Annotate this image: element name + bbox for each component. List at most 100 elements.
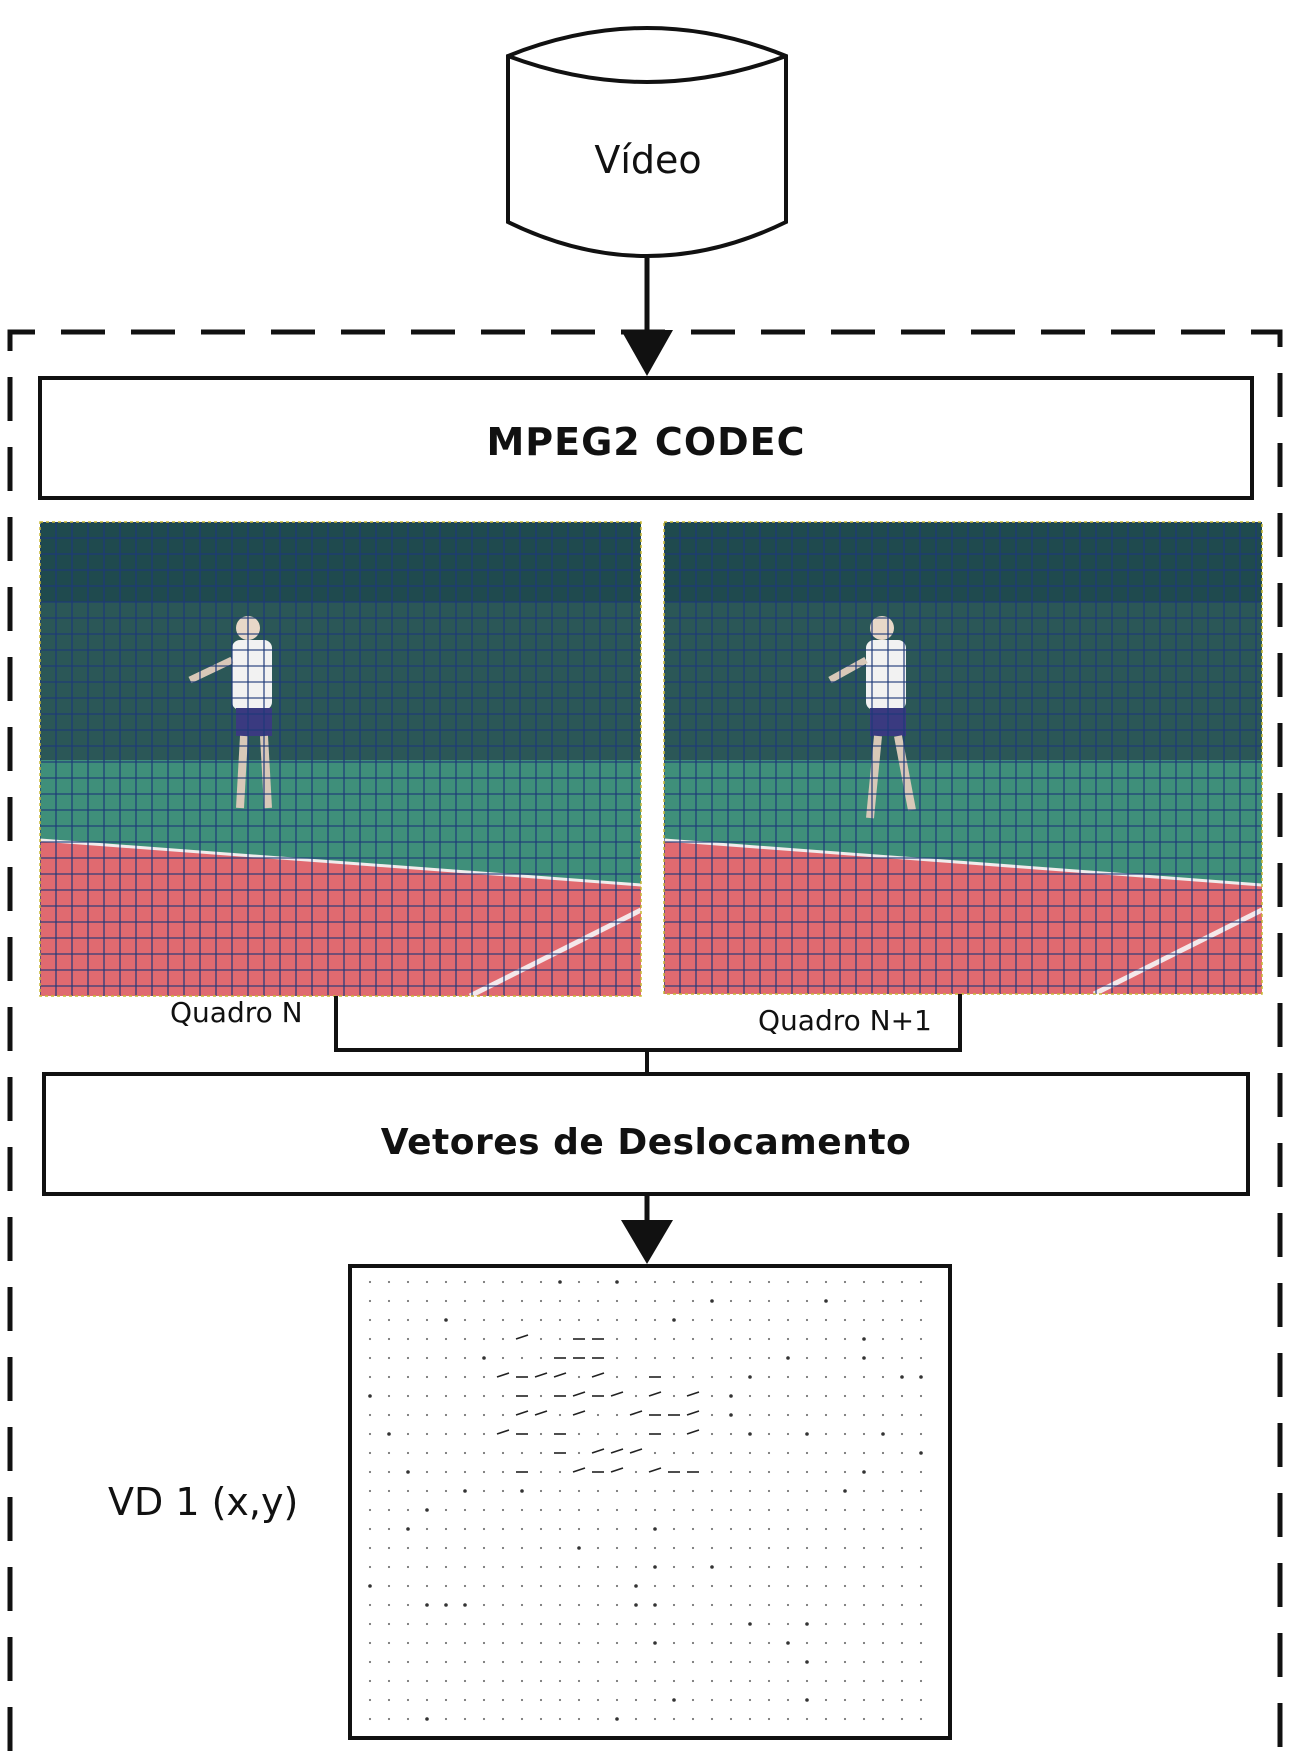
motion-vector-dot	[387, 1394, 391, 1398]
motion-vector-dot	[615, 1508, 619, 1512]
motion-vector-dot	[444, 1584, 448, 1588]
motion-vector-dot	[444, 1565, 448, 1569]
motion-vector-dot	[596, 1413, 600, 1417]
motion-vector-dot	[501, 1470, 505, 1474]
motion-vector-dot	[444, 1508, 448, 1512]
motion-vector-dot	[672, 1698, 676, 1702]
motion-vector-dot	[520, 1660, 524, 1664]
motion-vector-dot	[653, 1489, 657, 1493]
motion-vector-dot	[577, 1508, 581, 1512]
motion-vector-dot	[843, 1584, 847, 1588]
motion-vector-dot	[748, 1622, 752, 1626]
motion-vector-dot	[843, 1489, 847, 1493]
motion-vector-dot	[748, 1394, 752, 1398]
motion-vector-dot	[748, 1527, 752, 1531]
motion-vector-dot	[539, 1603, 543, 1607]
motion-vector-dot	[881, 1356, 885, 1360]
motion-vector-dot	[387, 1565, 391, 1569]
motion-vector-dot	[900, 1375, 904, 1379]
motion-vector-dot	[425, 1356, 429, 1360]
motion-vector-dot	[729, 1337, 733, 1341]
motion-vector-dot	[501, 1603, 505, 1607]
motion-vector-dot	[767, 1489, 771, 1493]
motion-vector-dot	[558, 1641, 562, 1645]
motion-vector-dot	[881, 1489, 885, 1493]
motion-vector-dot	[577, 1565, 581, 1569]
motion-vector-dot	[596, 1318, 600, 1322]
motion-vector-dot	[710, 1280, 714, 1284]
motion-vector-dot	[425, 1603, 429, 1607]
motion-vector-dot	[919, 1622, 923, 1626]
motion-vector-dot	[615, 1679, 619, 1683]
motion-vector-dot	[444, 1603, 448, 1607]
motion-vector-dot	[482, 1337, 486, 1341]
vector-field-dots	[368, 1280, 923, 1721]
motion-vector-dot	[539, 1489, 543, 1493]
motion-vector-dot	[862, 1622, 866, 1626]
motion-vector-dot	[729, 1641, 733, 1645]
motion-vector-mark	[629, 1448, 643, 1454]
motion-vector-dot	[900, 1527, 904, 1531]
motion-vector-dot	[786, 1641, 790, 1645]
motion-vector-dot	[539, 1527, 543, 1531]
vectors-label: Vetores de Deslocamento	[380, 1122, 912, 1163]
motion-vector-dot	[748, 1280, 752, 1284]
motion-vector-dot	[691, 1337, 695, 1341]
motion-vector-dot	[368, 1603, 372, 1607]
motion-vector-dot	[824, 1318, 828, 1322]
motion-vector-dot	[729, 1318, 733, 1322]
motion-vector-dot	[482, 1584, 486, 1588]
motion-vector-dot	[406, 1394, 410, 1398]
motion-vector-dot	[710, 1660, 714, 1664]
motion-vector-dot	[919, 1584, 923, 1588]
motion-vector-dot	[387, 1451, 391, 1455]
motion-vector-dot	[615, 1622, 619, 1626]
motion-vector-dot	[615, 1641, 619, 1645]
motion-vector-dot	[710, 1299, 714, 1303]
motion-vector-dot	[444, 1527, 448, 1531]
motion-vector-dot	[596, 1622, 600, 1626]
motion-vector-dot	[406, 1660, 410, 1664]
motion-vector-dot	[634, 1318, 638, 1322]
motion-vector-dot	[843, 1527, 847, 1531]
motion-vector-dot	[463, 1546, 467, 1550]
motion-vector-dot	[881, 1470, 885, 1474]
motion-vector-dot	[520, 1280, 524, 1284]
motion-vector-dot	[862, 1318, 866, 1322]
motion-vector-dot	[577, 1622, 581, 1626]
motion-vector-dot	[539, 1299, 543, 1303]
motion-vector-mark	[572, 1391, 586, 1397]
motion-vector-dot	[729, 1508, 733, 1512]
motion-vector-dot	[577, 1299, 581, 1303]
motion-vector-dot	[881, 1622, 885, 1626]
motion-vector-dot	[634, 1356, 638, 1360]
motion-vector-dot	[881, 1508, 885, 1512]
motion-vector-mark	[496, 1372, 510, 1378]
motion-vector-dot	[406, 1299, 410, 1303]
motion-vector-dot	[539, 1280, 543, 1284]
motion-vector-dot	[691, 1622, 695, 1626]
motion-vector-dot	[634, 1565, 638, 1569]
frame-n-label: Quadro N	[170, 996, 303, 1029]
motion-vector-dot	[900, 1280, 904, 1284]
motion-vector-dot	[558, 1584, 562, 1588]
motion-vector-dot	[482, 1660, 486, 1664]
motion-vector-dot	[368, 1679, 372, 1683]
motion-vector-dot	[539, 1356, 543, 1360]
motion-vector-dot	[843, 1508, 847, 1512]
motion-vector-dot	[862, 1356, 866, 1360]
motion-vector-dot	[710, 1698, 714, 1702]
motion-vector-dot	[824, 1280, 828, 1284]
motion-vector-dot	[748, 1565, 752, 1569]
motion-vector-dot	[862, 1413, 866, 1417]
motion-vector-dot	[387, 1280, 391, 1284]
motion-vector-dot	[710, 1432, 714, 1436]
motion-vector-dot	[748, 1584, 752, 1588]
motion-vector-dot	[729, 1299, 733, 1303]
motion-vector-dot	[919, 1565, 923, 1569]
motion-vector-dot	[520, 1299, 524, 1303]
motion-vector-dot	[710, 1584, 714, 1588]
motion-vector-dot	[615, 1584, 619, 1588]
motion-vector-dot	[805, 1299, 809, 1303]
